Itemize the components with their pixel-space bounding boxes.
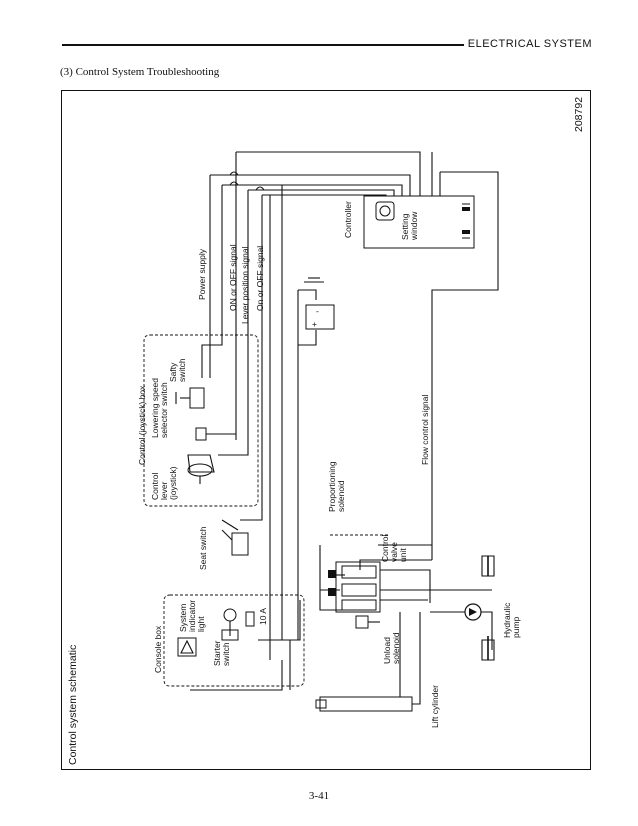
system-indicator-label-3: light [196,616,206,632]
power-supply-label: Power supply [197,248,207,300]
unload-solenoid-label-2: solenoid [391,632,401,664]
lift-cylinder [315,612,421,712]
header-rule [62,44,592,46]
labels: 208792 Control system schematic Controll… [67,97,585,765]
starter-switch-label-1: Starter [212,640,222,666]
lift-cylinder-label: Lift cylinder [430,685,440,728]
on-off-signal-2-label: On or OFF signal [255,246,265,311]
proportioning-label-2: solenoid [336,480,346,512]
wiring-harness [190,151,499,691]
system-indicator-label-1: System [178,604,188,632]
console-box-label: Console box [153,625,163,673]
battery-minus: - [316,306,319,316]
control-valve-label-1: Control [380,534,390,562]
system-indicator-label-2: indicator [187,600,197,632]
control-valve-label-2: valve [389,542,399,562]
seat-switch-label: Seat switch [198,526,208,570]
lever-position-label: Lever position signal [240,246,250,324]
control-lever-label-3: (joystick) [168,466,178,500]
setting-window-label-2: window [409,211,419,241]
lowering-speed-label-2: selector switch [159,382,169,438]
safety-switch-label-2: switch [177,358,187,382]
setting-window-label-1: Setting [400,213,410,240]
lowering-speed-label-1: Lowering speed [150,378,160,438]
diagram-frame [61,90,591,770]
starter-switch-label-2: switch [221,642,231,666]
seat-switch [221,519,249,556]
fuse-label: 10 A [258,608,268,625]
controller-label: Controller [343,201,353,238]
on-off-signal-1-label: ON or OFF signal [228,244,238,311]
control-box [143,334,259,507]
control-lever-label-2: lever [159,481,169,500]
control-valve-unit [328,534,495,629]
hydraulic-pump-label-2: pump [511,616,521,638]
controller [363,195,475,249]
flow-control-label: Flow control signal [420,394,430,465]
proportioning-label-1: Proportioning [327,461,337,512]
page-number: 3-41 [308,790,330,802]
figure-number: 208792 [573,97,585,132]
diagram-title: Control system schematic [67,645,79,765]
battery-plus: + [312,319,317,329]
hydraulic-pump-label-1: Hydraulic [502,602,512,638]
section-title: (3) Control System Troubleshooting [60,66,220,78]
battery: - + [305,304,335,330]
safety-switch-label-1: Safty [168,362,178,382]
unload-solenoid-label-1: Unload [382,637,392,664]
header-title: ELECTRICAL SYSTEM [463,38,592,50]
console-box [163,594,305,687]
control-lever-label-1: Control [150,472,160,500]
hydraulic-pump [430,603,495,661]
control-box-label: Control (joystick) box [137,385,147,465]
control-valve-label-3: unit [398,548,408,562]
